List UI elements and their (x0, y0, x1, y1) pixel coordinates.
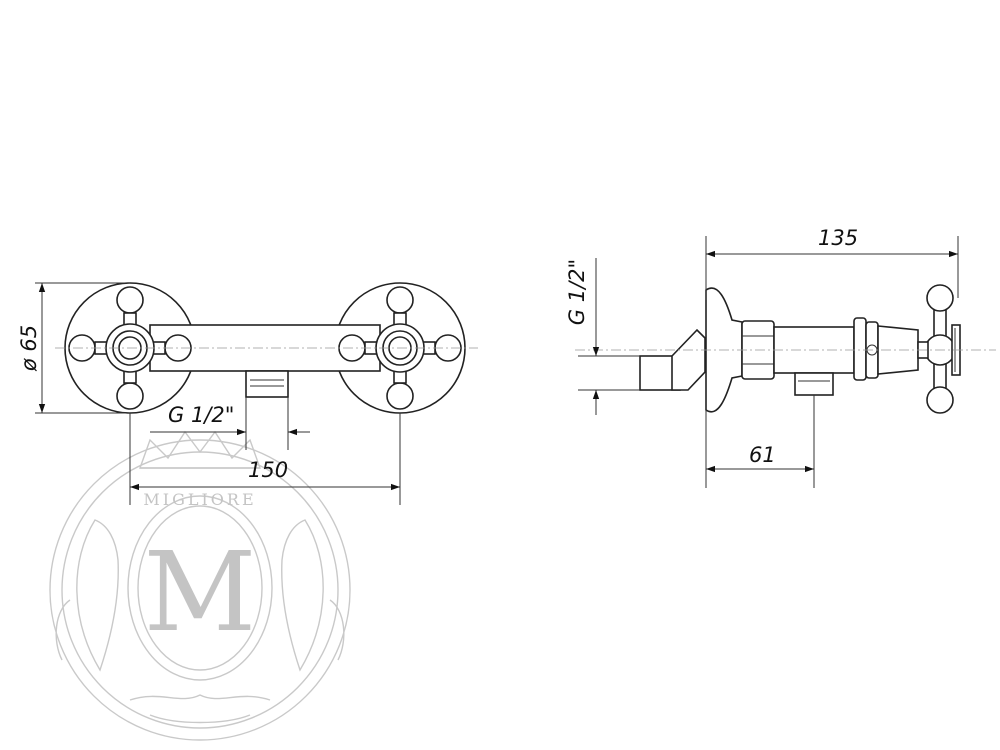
side-outlet (794, 372, 834, 396)
side-cross-handle (917, 284, 961, 414)
front-thread-label: G 1/2" (168, 403, 234, 427)
outlet-label: 61 (749, 443, 776, 467)
side-view: 135 G 1/2" 61 (565, 226, 996, 488)
watermark-brand: MIGLIORE (143, 490, 256, 509)
watermark-monogram: M (144, 528, 257, 656)
width-label: 150 (248, 458, 288, 482)
depth-label: 135 (818, 226, 858, 250)
front-view: ø 65 G 1/2" 150 (17, 282, 478, 505)
front-outlet (245, 370, 289, 398)
watermark-crest: M MIGLIORE (49, 430, 351, 741)
side-thread-label: G 1/2" (565, 259, 589, 325)
diameter-label: ø 65 (17, 325, 41, 372)
